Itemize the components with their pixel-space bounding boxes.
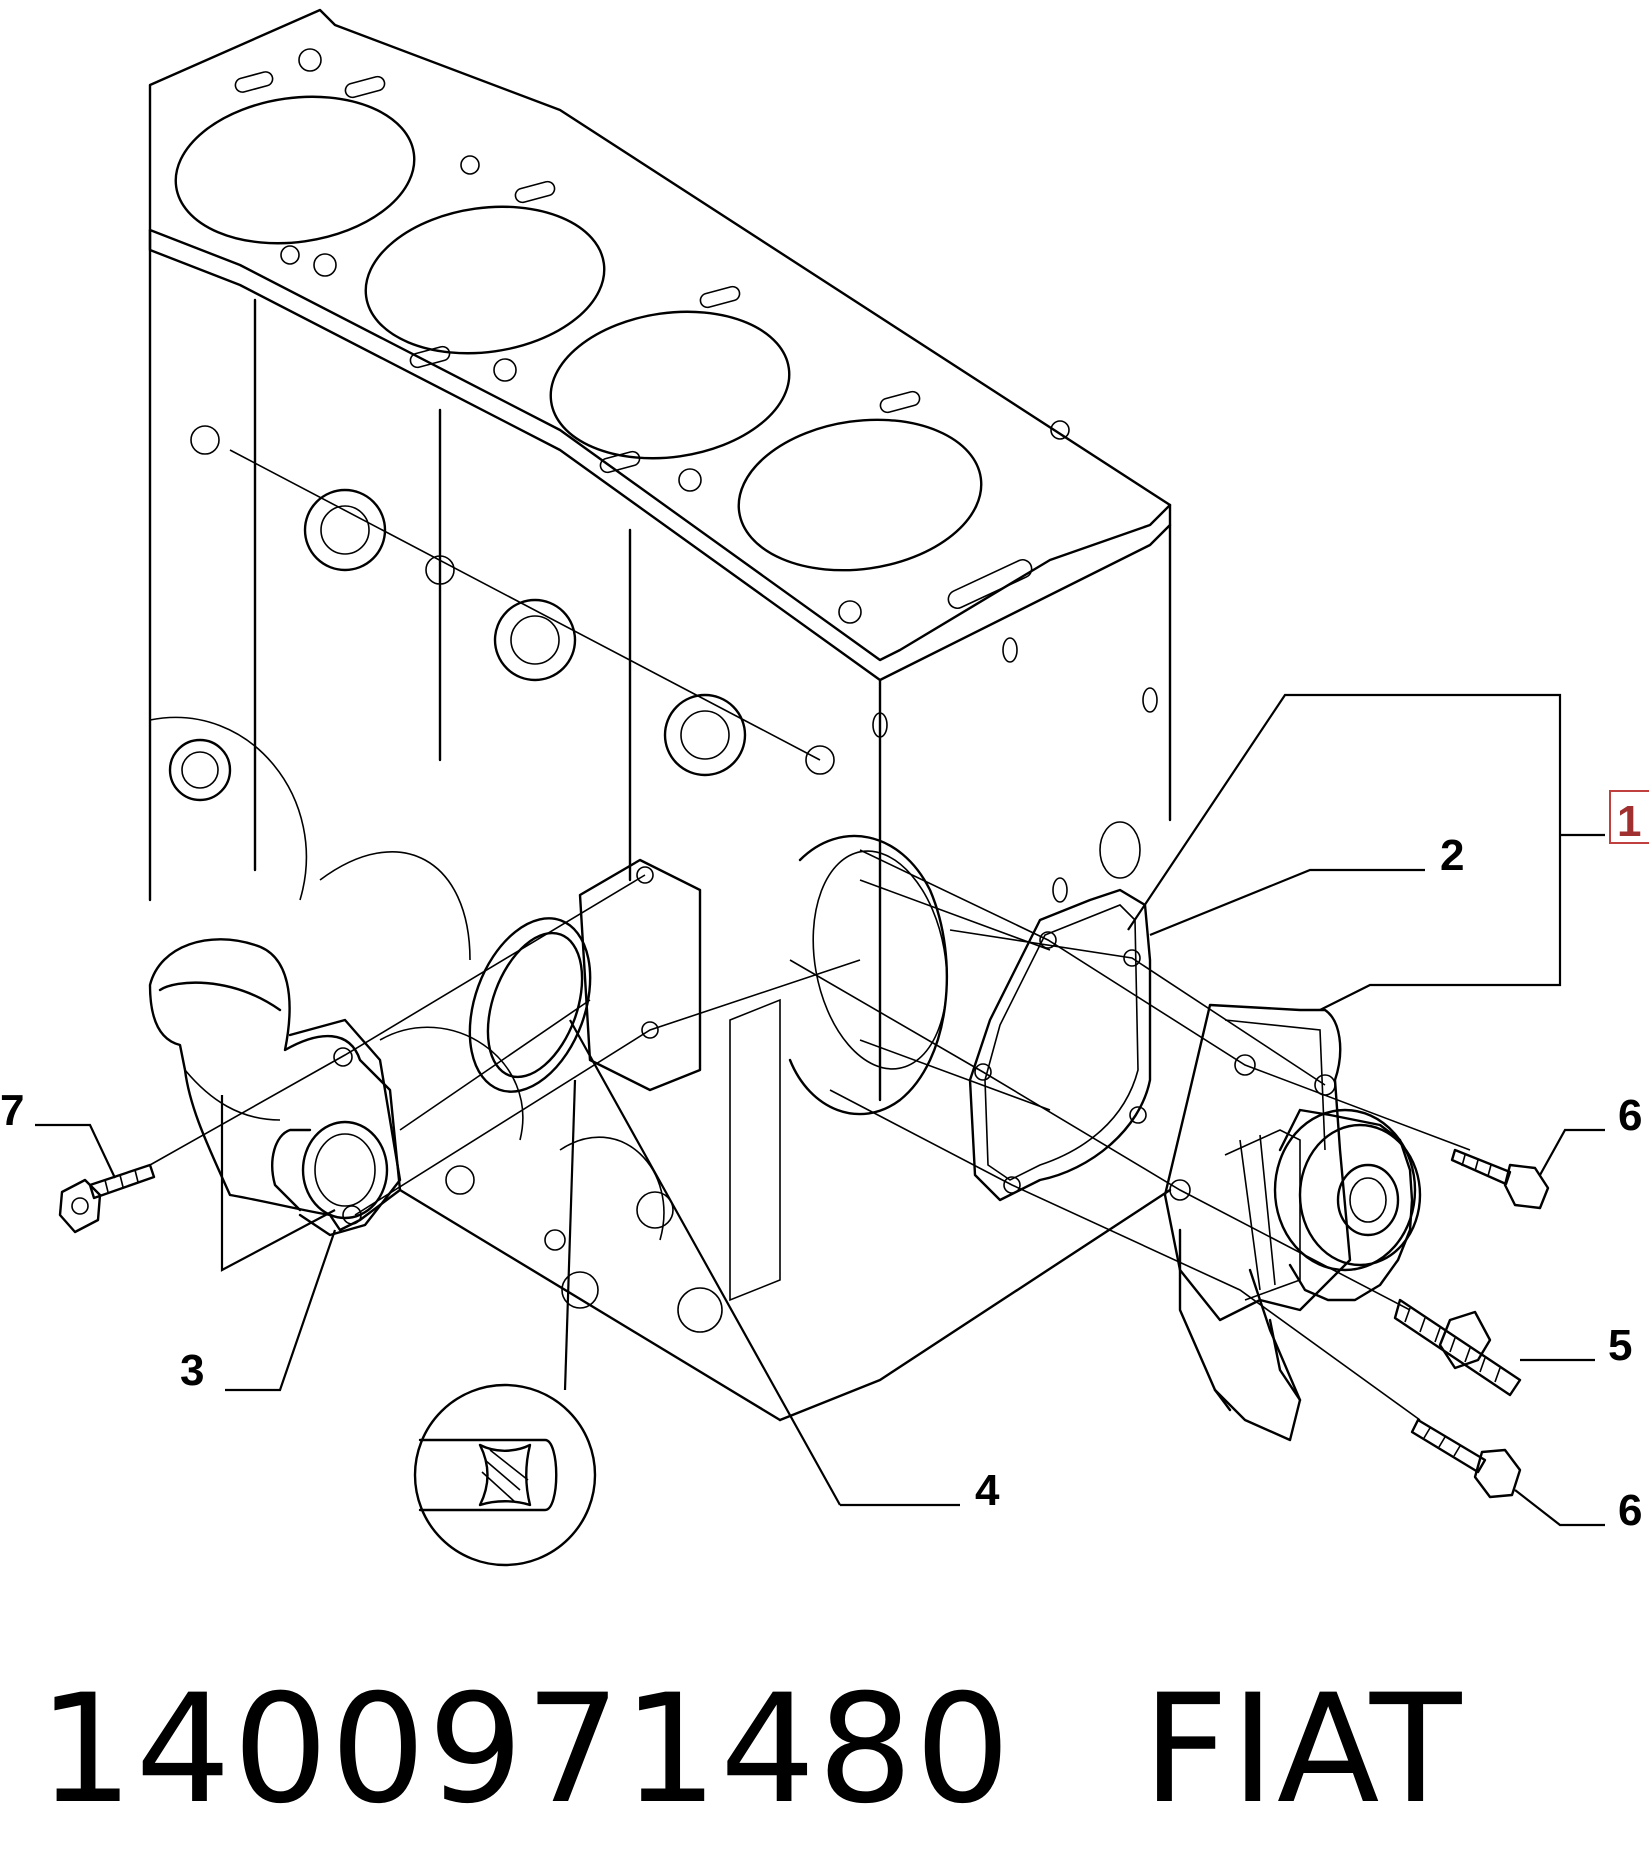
callout-labels: 1 2 3 4 5 6 6 7 — [0, 790, 1649, 1535]
part-7-bolt — [58, 1163, 156, 1234]
part-6-bolt-upper — [1450, 1148, 1550, 1210]
exploded-parts-diagram: 1 2 3 4 5 6 6 7 — [0, 8, 1649, 1567]
assembly-axis-lines — [149, 849, 1471, 1421]
leader-lines — [35, 693, 1605, 1527]
part-6-bolt-lower — [1410, 1418, 1522, 1499]
part-caption: 1400971480 FIAT — [38, 1640, 1638, 1860]
callout-7: 7 — [0, 1086, 24, 1135]
callout-4: 4 — [975, 1466, 1000, 1515]
callout-2: 2 — [1440, 831, 1464, 880]
part-5-stud — [1393, 1298, 1522, 1397]
part-3-thermostat-housing — [148, 938, 402, 1272]
engine-block — [148, 8, 1172, 1422]
part-number: 1400971480 — [38, 1663, 1013, 1837]
brand-name: FIAT — [1142, 1663, 1464, 1837]
o-ring-section-detail — [413, 1079, 597, 1567]
part-1-water-pump — [1163, 1003, 1422, 1442]
callout-5: 5 — [1608, 1321, 1632, 1370]
callout-1: 1 — [1617, 797, 1641, 846]
callout-3: 3 — [180, 1346, 204, 1395]
part-4-o-ring — [468, 858, 702, 1093]
callout-6-lower: 6 — [1618, 1486, 1642, 1535]
callout-1-box — [1609, 790, 1649, 844]
callout-6-upper: 6 — [1618, 1091, 1642, 1140]
